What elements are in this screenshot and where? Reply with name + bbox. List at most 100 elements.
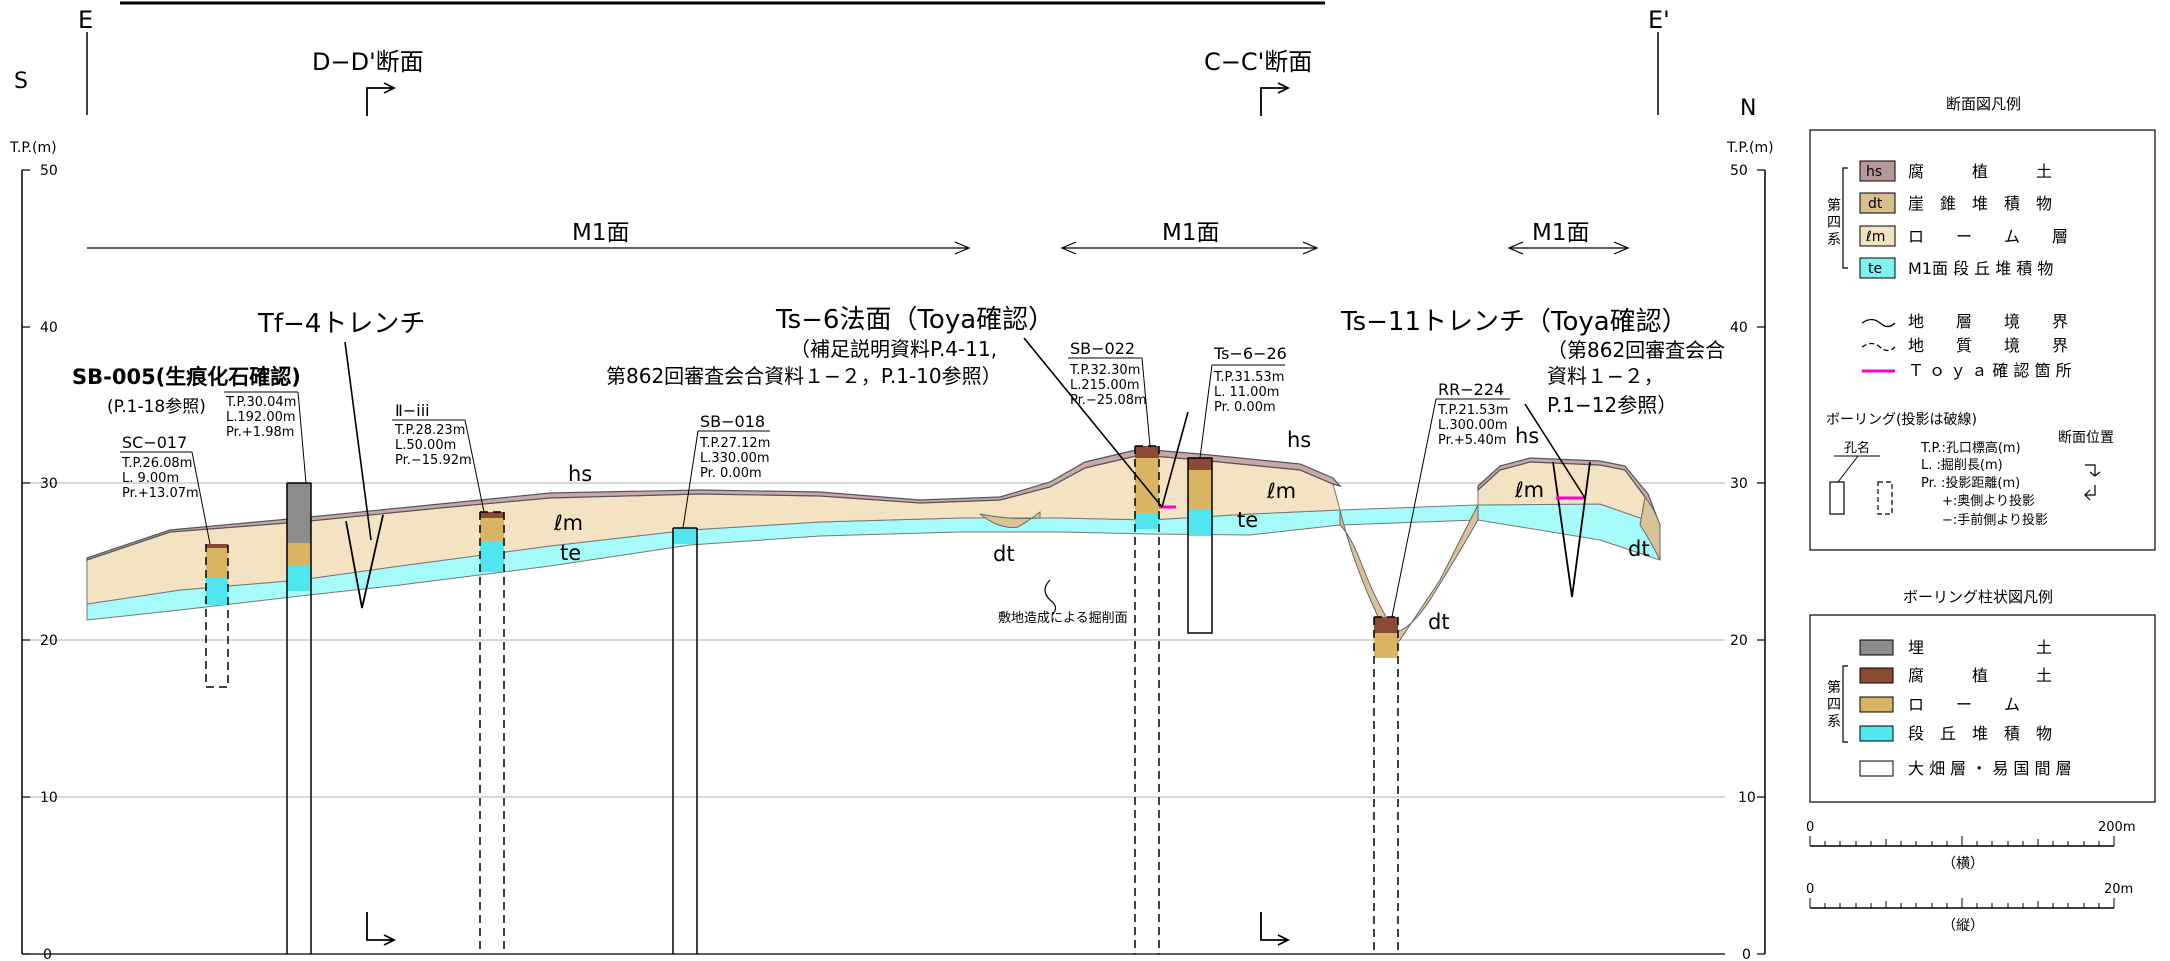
svg-text:ℓm: ℓm <box>1865 229 1885 245</box>
svg-text:0: 0 <box>1806 882 1814 897</box>
svg-text:段 丘 堆 積 物: 段 丘 堆 積 物 <box>1908 724 2052 743</box>
svg-text:ℓm: ℓm <box>1514 478 1544 502</box>
borehole-rr224 <box>1373 616 1399 954</box>
svg-text:地 質 境 界: 地 質 境 界 <box>1908 336 2068 355</box>
svg-text:20: 20 <box>40 633 58 649</box>
svg-text:hs: hs <box>568 462 592 486</box>
svg-text:資料１−２，: 資料１−２， <box>1547 364 1664 388</box>
borehole-label-sb005: T.P.30.04m L.192.00m Pr.+1.98m <box>224 391 307 484</box>
vertical-scale-bar: 0 20m （縦） <box>1806 882 2133 934</box>
section-dd-bottom-arrow-icon <box>366 912 392 941</box>
svg-text:Pr. 0.00m: Pr. 0.00m <box>1214 400 1276 415</box>
svg-text:第: 第 <box>1827 679 1841 696</box>
svg-text:L.215.00m: L.215.00m <box>1070 378 1140 393</box>
svg-text:第: 第 <box>1827 197 1841 214</box>
svg-text:Tf−4トレンチ: Tf−4トレンチ <box>257 309 425 339</box>
svg-text:（横）: （横） <box>1942 856 1984 872</box>
svg-text:L.50.00m: L.50.00m <box>395 438 456 453</box>
stratum-boundary-icon <box>1861 318 1896 328</box>
svg-text:L.192.00m: L.192.00m <box>226 410 296 425</box>
svg-text:0: 0 <box>1806 820 1814 835</box>
svg-text:dt: dt <box>993 542 1015 566</box>
svg-text:第862回審査会合資料１−２，P.1-10参照）: 第862回審査会合資料１−２，P.1-10参照） <box>606 364 1002 388</box>
callout-tf4: Tf−4トレンチ <box>257 309 425 541</box>
svg-text:dt: dt <box>1428 610 1450 634</box>
svg-text:腐 植 土: 腐 植 土 <box>1908 162 2052 181</box>
svg-text:M1面: M1面 <box>1162 220 1219 246</box>
svg-text:M1面: M1面 <box>1532 220 1589 246</box>
svg-text:50: 50 <box>40 163 58 179</box>
layer-dt-left <box>979 510 1041 528</box>
svg-text:te: te <box>1868 261 1882 277</box>
svg-text:Pr.−25.08m: Pr.−25.08m <box>1070 393 1147 408</box>
borehole-sb018 <box>672 527 698 954</box>
section-cc-arrow-icon <box>1260 87 1286 116</box>
section-end-left: E <box>78 6 93 34</box>
layer-dt-right <box>1639 495 1661 561</box>
svg-text:ℓm: ℓm <box>553 511 583 535</box>
svg-text:崖 錐 堆 積 物: 崖 錐 堆 積 物 <box>1908 194 2052 213</box>
borehole-ts626 <box>1187 457 1213 634</box>
legend-boring: ボーリング柱状図凡例 第 四 系 埋 土 腐 植 土 ロ ー ム 段 丘 堆 積… <box>1809 588 2156 803</box>
boring-solid-icon <box>1829 481 1845 515</box>
section-pos-up-icon <box>2085 464 2101 477</box>
svg-text:SB−022: SB−022 <box>1070 339 1135 358</box>
svg-text:hs: hs <box>1515 424 1539 448</box>
svg-text:P.1−12参照）: P.1−12参照） <box>1547 393 1677 417</box>
svg-text:10: 10 <box>40 790 58 806</box>
m1-surface-a: M1面 <box>87 220 971 255</box>
svg-text:T.P.(m): T.P.(m) <box>9 140 57 156</box>
callout-ts6: Ts−6法面（Toya確認） （補足説明資料P.4-11, 第862回審査会合資… <box>606 305 1189 508</box>
m1-surface-c: M1面 <box>1507 220 1630 255</box>
svg-text:T.P.28.23m: T.P.28.23m <box>394 423 465 438</box>
svg-text:埋 土: 埋 土 <box>1908 638 2052 657</box>
svg-text:10: 10 <box>1738 790 1756 806</box>
svg-text:Ts−6法面（Toya確認）: Ts−6法面（Toya確認） <box>775 305 1054 335</box>
borehole-ii-iii <box>479 511 505 954</box>
left-elevation-axis: T.P.(m) 50 40 30 20 10 0 <box>9 140 58 961</box>
layer-hs <box>86 448 1342 561</box>
svg-text:Pr.+1.98m: Pr.+1.98m <box>226 425 294 440</box>
section-cc-bottom-arrow-icon <box>1260 912 1286 941</box>
section-cc-label: C−C'断面 <box>1204 48 1312 76</box>
svg-text:T.P.21.53m: T.P.21.53m <box>1437 403 1508 418</box>
section-end-right: E' <box>1648 6 1670 34</box>
svg-text:L. 9.00m: L. 9.00m <box>122 471 179 486</box>
geologic-boundary-icon <box>1861 342 1896 352</box>
svg-text:200m: 200m <box>2098 820 2135 835</box>
svg-text:ボーリング(投影は破線): ボーリング(投影は破線) <box>1826 412 1977 428</box>
svg-text:SB−018: SB−018 <box>700 412 765 431</box>
callout-sb005: SB-005(生痕化石確認) (P.1-18参照) <box>72 365 301 417</box>
svg-text:T.P.:孔口標高(m): T.P.:孔口標高(m) <box>1920 440 2021 456</box>
section-dd-label: D−D'断面 <box>312 48 424 76</box>
svg-text:ボーリング柱状図凡例: ボーリング柱状図凡例 <box>1903 588 2053 606</box>
svg-text:腐 植 土: 腐 植 土 <box>1908 666 2052 685</box>
svg-text:L. :掘削長(m): L. :掘削長(m) <box>1921 458 2003 473</box>
svg-text:Pr.+13.07m: Pr.+13.07m <box>122 486 199 501</box>
svg-text:(P.1-18参照): (P.1-18参照) <box>107 397 206 417</box>
svg-text:大 畑 層 ・ 易 国 間 層: 大 畑 層 ・ 易 国 間 層 <box>1908 759 2072 778</box>
svg-text:Pr. :投影距離(m): Pr. :投影距離(m) <box>1921 475 2020 491</box>
section-pos-down-icon <box>2084 485 2096 501</box>
svg-text:M1面: M1面 <box>572 220 629 246</box>
svg-text:孔名: 孔名 <box>1844 440 1870 456</box>
direction-north: N <box>1740 96 1756 121</box>
svg-text:hs: hs <box>1287 428 1311 452</box>
svg-text:系: 系 <box>1827 232 1841 248</box>
borehole-sb005 <box>286 482 312 954</box>
svg-text:ロ ー ム 層: ロ ー ム 層 <box>1908 227 2068 246</box>
svg-text:（第862回審査会合: （第862回審査会合 <box>1547 338 1725 362</box>
svg-text:0: 0 <box>43 947 52 961</box>
svg-text:ℓm: ℓm <box>1266 479 1296 503</box>
svg-text:30: 30 <box>1730 476 1748 492</box>
svg-text:Ｔ ｏ ｙ ａ 確 認 箇 所: Ｔ ｏ ｙ ａ 確 認 箇 所 <box>1908 361 2072 380</box>
layer-dt-valley <box>1339 504 1479 643</box>
svg-text:T.P.27.12m: T.P.27.12m <box>699 436 770 451</box>
borehole-label-ts626: Ts−6−26 T.P.31.53m L. 11.00m Pr. 0.00m <box>1199 344 1287 459</box>
svg-text:T.P.(m): T.P.(m) <box>1726 140 1774 156</box>
svg-text:Pr. 0.00m: Pr. 0.00m <box>700 466 762 481</box>
legend-section: 断面図凡例 第 四 系 hs 腐 植 土 dt 崖 錐 堆 積 物 ℓm ロ ー… <box>1809 95 2156 551</box>
svg-text:四: 四 <box>1827 697 1841 713</box>
svg-text:hs: hs <box>1866 164 1882 180</box>
svg-text:敷地造成による掘削面: 敷地造成による掘削面 <box>998 611 1128 626</box>
